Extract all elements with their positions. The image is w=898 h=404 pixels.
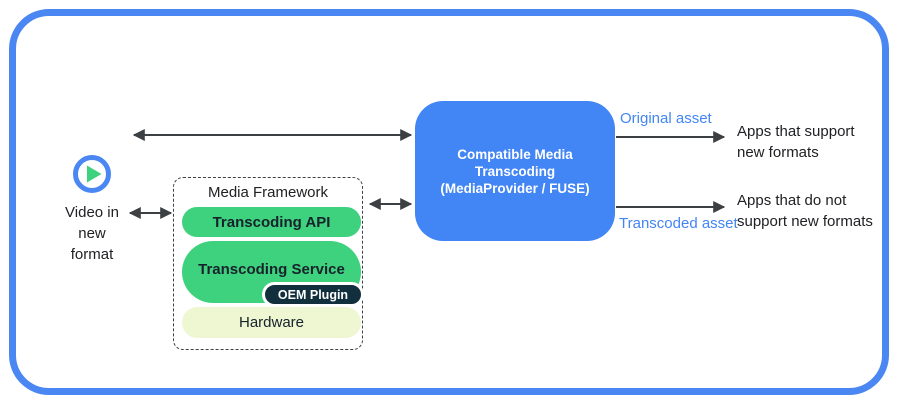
oem-plugin-pill: OEM Plugin xyxy=(262,282,364,307)
video-source-label-line: new xyxy=(78,225,106,242)
apps-no-support-label-line: support new formats xyxy=(737,213,873,230)
video-source-label-line: Video in xyxy=(65,204,119,221)
transcoding-api-pill: Transcoding API xyxy=(182,207,361,237)
play-icon xyxy=(72,154,112,194)
apps-support-label-line: new formats xyxy=(737,144,819,161)
video-source-label: Video in new format xyxy=(50,202,134,265)
compatible-media-transcoding-box: Compatible Media Transcoding (MediaProvi… xyxy=(415,101,615,241)
transcoding-service-label: Transcoding Service xyxy=(198,260,345,278)
hardware-label: Hardware xyxy=(238,314,305,331)
transcoder-label-line: Transcoding xyxy=(474,163,556,179)
transcoder-label-line: Compatible Media xyxy=(457,146,573,162)
video-source-label-line: format xyxy=(70,246,114,263)
apps-support-label-line: Apps that support xyxy=(737,123,855,140)
media-framework-title: Media Framework xyxy=(207,184,329,201)
apps-no-support-label: Apps that do not support new formats xyxy=(737,190,873,232)
oem-plugin-label: OEM Plugin xyxy=(277,287,349,302)
apps-support-label: Apps that support new formats xyxy=(737,121,855,163)
transcoding-api-label: Transcoding API xyxy=(212,213,331,231)
original-asset-label: Original asset xyxy=(620,110,712,127)
hardware-pill: Hardware xyxy=(182,307,361,338)
transcoded-asset-label: Transcoded asset xyxy=(619,215,738,232)
apps-no-support-label-line: Apps that do not xyxy=(737,192,847,209)
transcoder-label-line: (MediaProvider / FUSE) xyxy=(440,180,590,196)
media-framework-box xyxy=(173,177,363,350)
diagram-border xyxy=(9,9,889,395)
